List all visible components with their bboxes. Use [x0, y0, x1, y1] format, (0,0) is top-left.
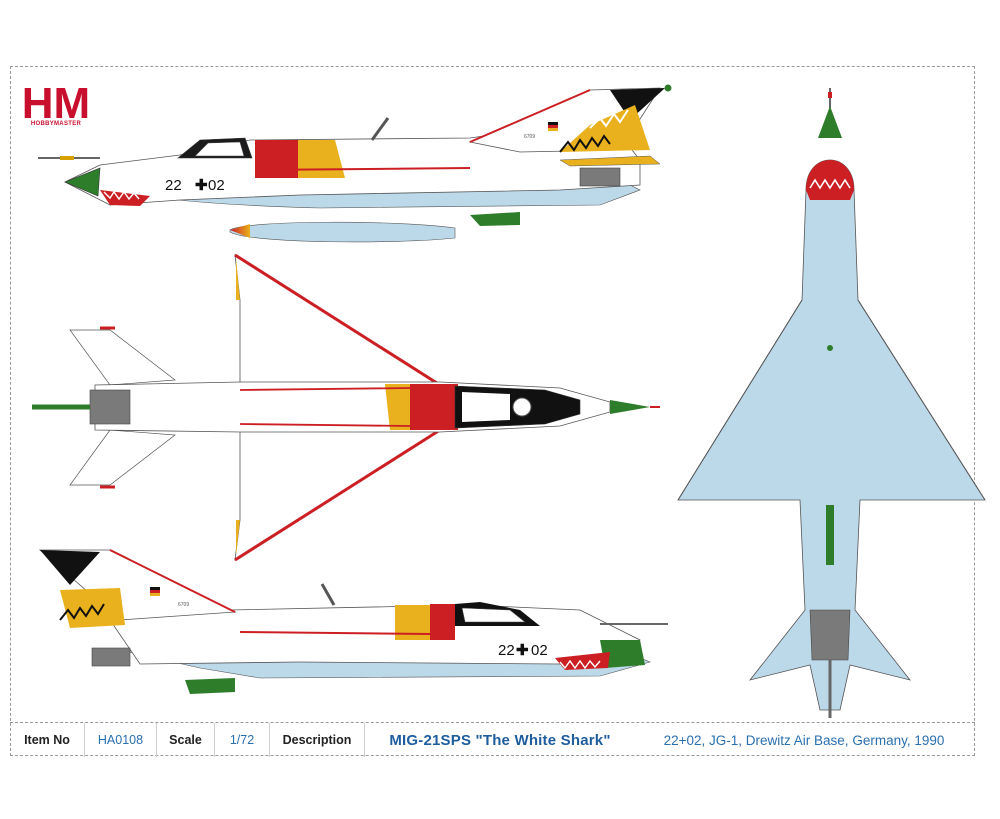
side-code-right-prefix: 22 — [498, 642, 515, 659]
scale-label: Scale — [157, 723, 215, 757]
side-view-right: 22 ✚ 02 6709 — [38, 549, 668, 694]
page-frame — [10, 66, 975, 756]
logo-wordmark: HOBBYMASTER — [30, 121, 82, 127]
top-view — [32, 253, 660, 562]
model-subtitle: 22+02, JG-1, Drewitz Air Base, Germany, … — [663, 732, 945, 748]
side-code-left-prefix: 22 — [165, 177, 182, 194]
scale-value: 1/72 — [215, 723, 270, 757]
balkenkreuz-left: ✚ — [195, 177, 208, 194]
info-bar: Item No HA0108 Scale 1/72 Description MI… — [10, 722, 975, 757]
description-label: Description — [270, 723, 365, 757]
balkenkreuz-right: ✚ — [516, 642, 529, 659]
model-title: MIG-21SPS "The White Shark" — [389, 731, 611, 749]
underside-view — [677, 88, 986, 718]
hobbymaster-logo: HM — [22, 79, 90, 128]
item-no-value: HA0108 — [85, 723, 157, 757]
item-no-label: Item No — [10, 723, 85, 757]
stencil-right: 6709 — [178, 602, 189, 608]
side-code-right-suffix: 02 — [531, 642, 548, 659]
side-view-left: 22 ✚ 02 6709 — [38, 84, 672, 243]
side-code-left-suffix: 02 — [208, 177, 225, 194]
logo-mark: HM — [22, 79, 90, 128]
stencil-left: 6709 — [524, 134, 535, 140]
